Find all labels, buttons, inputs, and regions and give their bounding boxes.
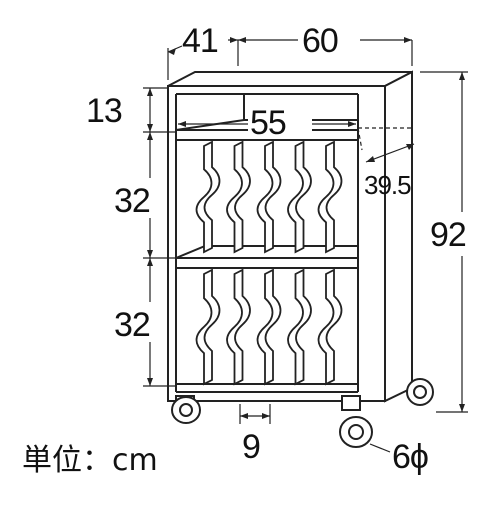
divider-panel (256, 268, 282, 386)
casters (171, 378, 434, 448)
cabinet-top-surface (167, 71, 413, 87)
dim-label-caster-diameter: 6ϕ (392, 438, 428, 476)
dim-label-top-shelf-height: 13 (86, 92, 122, 130)
arrowhead (147, 378, 153, 386)
divider-panel (226, 268, 251, 386)
arrowhead (147, 258, 153, 266)
arrowhead (238, 37, 246, 43)
unit-label: 単位：cm (22, 443, 158, 478)
leader-caster-diameter (369, 443, 391, 453)
divider-panel (256, 140, 282, 254)
label-bg (300, 20, 358, 56)
caster-hub (179, 403, 193, 417)
divider-panel (317, 268, 343, 386)
label-bg (430, 212, 490, 256)
dim-label-depth: 41 (182, 22, 218, 60)
label-bg (112, 302, 162, 342)
divider-panel (287, 268, 312, 386)
arrowhead (459, 404, 465, 412)
dim-label-inner-width: 55 (250, 104, 286, 142)
arrowhead (147, 132, 153, 140)
label-bg (182, 20, 228, 56)
dimension-labels: 41 60 13 55 39.5 32 32 92 9 6ϕ 単位：cm (22, 20, 490, 478)
arrowhead (262, 413, 270, 419)
arrowhead (459, 72, 465, 80)
arrowhead (147, 124, 153, 132)
arrowhead (240, 413, 248, 419)
caster-front-right (339, 395, 373, 448)
divider-panel (226, 140, 251, 254)
label-bg (248, 104, 312, 138)
caster-hub (413, 385, 427, 399)
arrowhead (147, 88, 153, 96)
dim-label-total-height: 92 (430, 216, 466, 254)
label-bg (112, 178, 162, 218)
arrowhead (168, 48, 176, 55)
divider-panel (317, 140, 343, 254)
divider-group-upper (195, 140, 343, 254)
arrowhead (178, 121, 186, 127)
arrowhead (348, 121, 356, 127)
dim-label-lower-section-height: 32 (114, 306, 150, 344)
caster-hub (348, 424, 364, 440)
dim-label-caster-height: 9 (242, 428, 260, 466)
divider-group-lower (195, 268, 343, 386)
dim-line-inner-depth-dashed (357, 127, 363, 151)
divider-panel (195, 268, 221, 386)
arrowhead (406, 144, 414, 150)
cabinet-side-panel (384, 70, 413, 403)
divider-panel (195, 140, 221, 254)
caster-mount (341, 395, 361, 411)
divider-panel (287, 140, 312, 254)
dim-label-upper-section-height: 32 (114, 182, 150, 220)
caster-front-left (171, 395, 201, 424)
dim-label-inner-depth: 39.5 (364, 170, 411, 200)
caster-back-right (406, 378, 434, 406)
arrowhead (230, 37, 238, 43)
arrowhead (404, 37, 412, 43)
arrowhead (147, 250, 153, 258)
arrowheads (147, 37, 465, 419)
arrowhead (366, 156, 375, 162)
dim-label-width: 60 (302, 22, 338, 60)
